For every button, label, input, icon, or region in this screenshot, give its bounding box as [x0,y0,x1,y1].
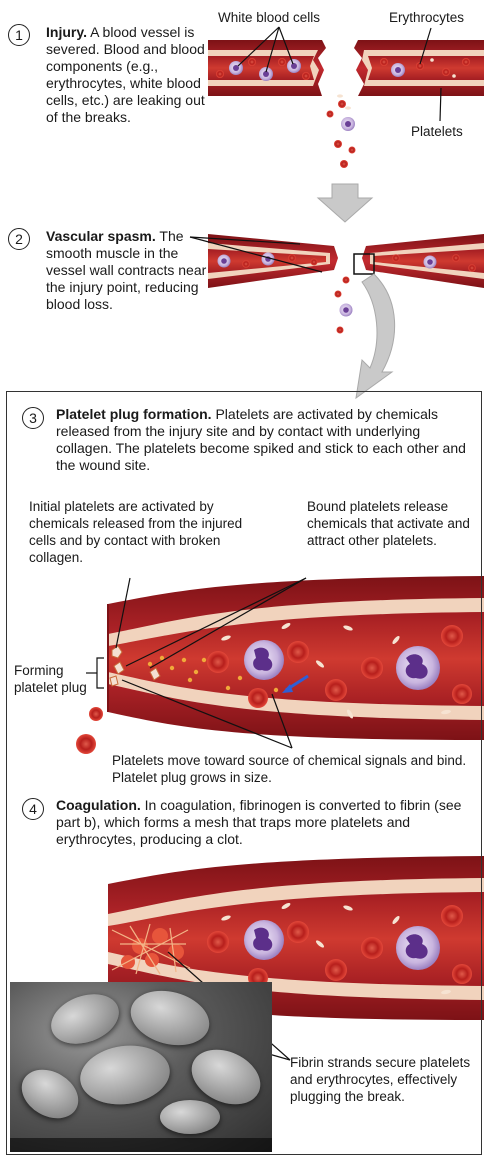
step-4-title: Coagulation. [56,797,141,813]
step2-vessel-right [362,234,484,288]
label-bound-platelets: Bound platelets release chemicals that a… [307,498,482,549]
label-fibrin-strands: Fibrin strands secure platelets and eryt… [290,1054,480,1105]
step-3-text: Platelet plug formation. Platelets are a… [56,406,480,474]
step-3-number: 3 [22,407,44,429]
sem-micrograph [10,982,272,1152]
down-arrow-1 [318,184,372,222]
label-forming-plug: Forming platelet plug [14,662,88,696]
step-3-title: Platelet plug formation. [56,406,212,422]
label-platelets-move: Platelets move toward source of chemical… [112,752,482,786]
step-4-text: Coagulation. In coagulation, fibrinogen … [56,797,480,848]
sem-scale-bar [10,1138,272,1152]
step-4-number: 4 [22,798,44,820]
curved-arrow [356,274,395,398]
label-initial-platelets: Initial platelets are activated by chemi… [29,498,269,566]
